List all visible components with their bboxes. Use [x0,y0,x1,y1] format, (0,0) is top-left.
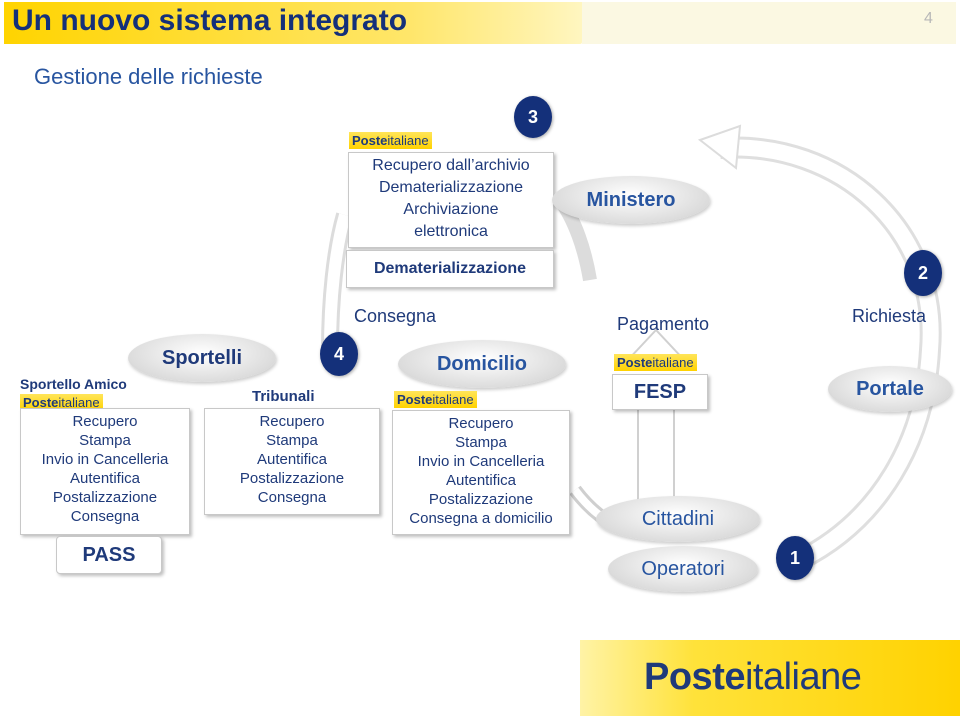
archive-box: Recupero dall’archivio Dematerializzazio… [348,152,554,248]
dematerializzazione-box: Dematerializzazione [346,250,554,288]
step-badge-1: 1 [776,536,814,580]
pass-box: PASS [56,536,162,574]
fesp-box: FESP [612,374,708,410]
service-line: Recupero [72,413,138,430]
sportello-amico-label: Sportello Amico [20,376,127,392]
posteitaliane-logo-text: Posteitaliane [644,656,862,698]
domicilio-box: Recupero Stampa Invio in Cancelleria Aut… [392,410,570,535]
service-line: Invio in Cancelleria [41,451,169,468]
service-line: Invio in Cancelleria [417,453,545,470]
column-label-richiesta: Richiesta [852,306,927,326]
service-line: Postalizzazione [239,470,345,487]
service-line: Recupero [259,413,325,430]
domicilio-node: Domicilio [398,340,566,388]
portale-node: Portale [828,366,952,412]
step-badge-4: 4 [320,332,358,376]
posteitaliane-logo-large [580,640,960,716]
posteitaliane-logo-small: Posteitaliane [394,391,477,408]
service-line: Recupero [448,415,514,432]
service-line: Stampa [266,432,318,449]
service-line: Stampa [455,434,507,451]
posteitaliane-logo-small: Posteitaliane [349,132,432,149]
service-line: Consegna [70,508,140,525]
title-bar [4,2,582,44]
slide-number: 4 [924,10,933,27]
service-line: Autentifica [445,472,517,489]
column-label-consegna: Consegna [354,306,437,326]
sportelli-node: Sportelli [128,334,276,382]
posteitaliane-logo-small: Posteitaliane [20,394,103,411]
cittadini-node: Cittadini [596,496,760,542]
service-line: Autentifica [256,451,328,468]
ministero-node: Ministero [552,176,710,224]
step-badge-3: 3 [514,96,552,138]
service-line: Postalizzazione [428,491,534,508]
service-line: Autentifica [69,470,141,487]
service-line: Postalizzazione [52,489,158,506]
step-badge-2: 2 [904,250,942,296]
tribunali-box: Recupero Stampa Autentifica Postalizzazi… [204,408,380,515]
posteitaliane-logo-small: Posteitaliane [614,354,697,371]
archive-line: Archiviazione [403,201,499,218]
archive-line: elettronica [414,223,488,240]
tribunali-label: Tribunali [252,388,315,405]
sportello-amico-box: Recupero Stampa Invio in Cancelleria Aut… [20,408,190,535]
service-line: Consegna a domicilio [409,510,553,527]
archive-line: Dematerializzazione [378,179,524,196]
column-label-pagamento: Pagamento [617,314,710,334]
archive-line: Recupero dall’archivio [372,157,530,174]
page-title: Un nuovo sistema integrato [12,4,408,37]
operatori-node: Operatori [608,546,758,592]
service-line: Consegna [257,489,327,506]
title-bar-fade [582,2,956,44]
subtitle: Gestione delle richieste [34,64,263,89]
service-line: Stampa [79,432,131,449]
